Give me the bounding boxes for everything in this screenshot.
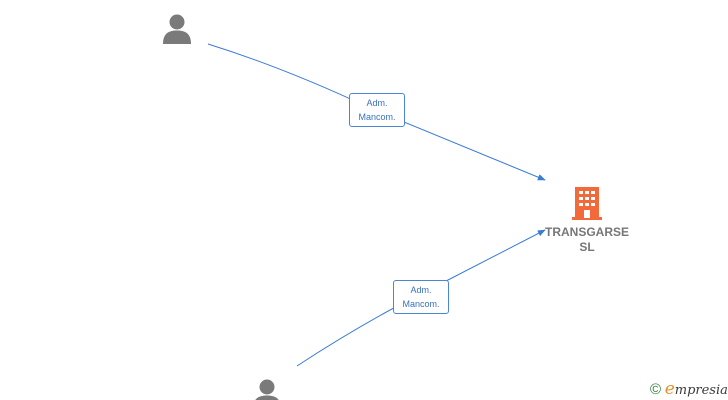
edge-label-line1: Adm.: [410, 285, 432, 295]
edge-label-line2: Mancom.: [358, 112, 396, 122]
brand-name: mpresia: [674, 383, 728, 398]
edge-label-line2: Mancom.: [402, 299, 440, 309]
copyright-symbol: ©: [650, 381, 662, 398]
brand-logo: © empresia: [650, 379, 728, 399]
person-icon[interactable]: [162, 13, 192, 45]
edge-label-line1: Adm.: [366, 98, 388, 108]
person-icon[interactable]: [252, 378, 282, 400]
edge-label-bottom[interactable]: Adm. Mancom.: [393, 280, 449, 314]
company-name[interactable]: TRANSGARSE SL: [537, 225, 637, 255]
brand-initial: e: [664, 379, 675, 399]
company-name-line2: SL: [579, 240, 595, 254]
building-icon[interactable]: [572, 185, 602, 221]
company-name-line1: TRANSGARSE: [544, 225, 629, 239]
edge-label-top[interactable]: Adm. Mancom.: [349, 93, 405, 127]
